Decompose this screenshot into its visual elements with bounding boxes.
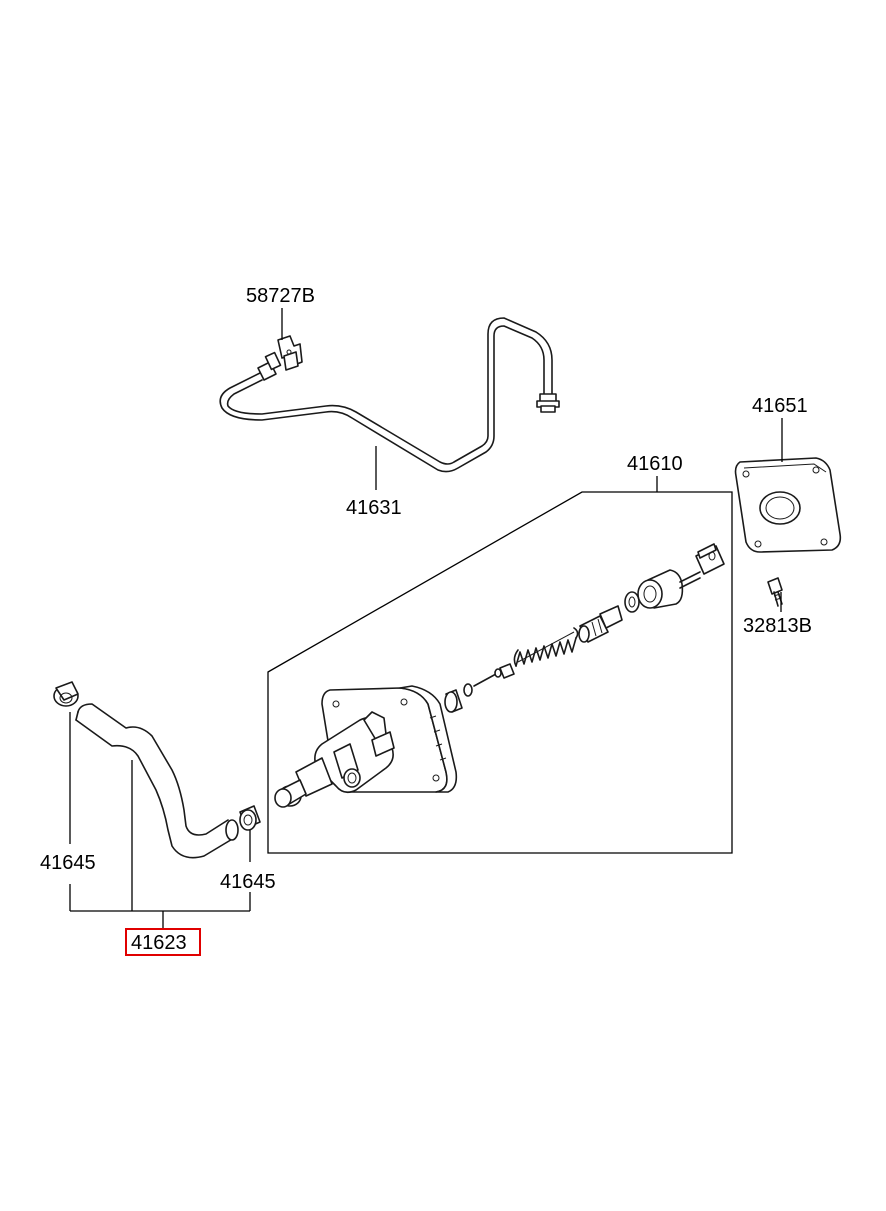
label-41651: 41651 — [752, 395, 808, 417]
clamp-right — [239, 805, 261, 831]
label-41610: 41610 — [627, 453, 683, 475]
label-41645-right: 41645 — [220, 871, 276, 893]
label-41645-left: 41645 — [40, 852, 96, 874]
clevis — [695, 543, 725, 575]
pushrod — [679, 571, 701, 589]
label-41631: 41631 — [346, 497, 402, 519]
label-41623[interactable]: 41623 — [131, 932, 187, 954]
retainer — [499, 663, 515, 679]
clutch-tube — [219, 317, 560, 473]
boot — [637, 569, 684, 609]
seal-cup — [444, 689, 463, 713]
bolt — [767, 577, 783, 607]
master-cylinder — [274, 685, 458, 808]
gasket-plate — [734, 457, 842, 553]
spring — [513, 627, 579, 667]
bracket-58727b — [277, 335, 303, 371]
label-32813b: 32813B — [743, 615, 812, 637]
group-box-41610 — [267, 491, 733, 854]
leaders-41623 — [69, 712, 251, 928]
washer — [624, 591, 640, 613]
label-58727b: 58727B — [246, 285, 315, 307]
hose — [75, 703, 239, 859]
piston — [578, 605, 623, 643]
small-ring — [463, 683, 473, 697]
pushrod-pin — [473, 668, 502, 687]
clamp-left — [53, 681, 79, 707]
highlight-box-41623[interactable] — [125, 928, 201, 956]
